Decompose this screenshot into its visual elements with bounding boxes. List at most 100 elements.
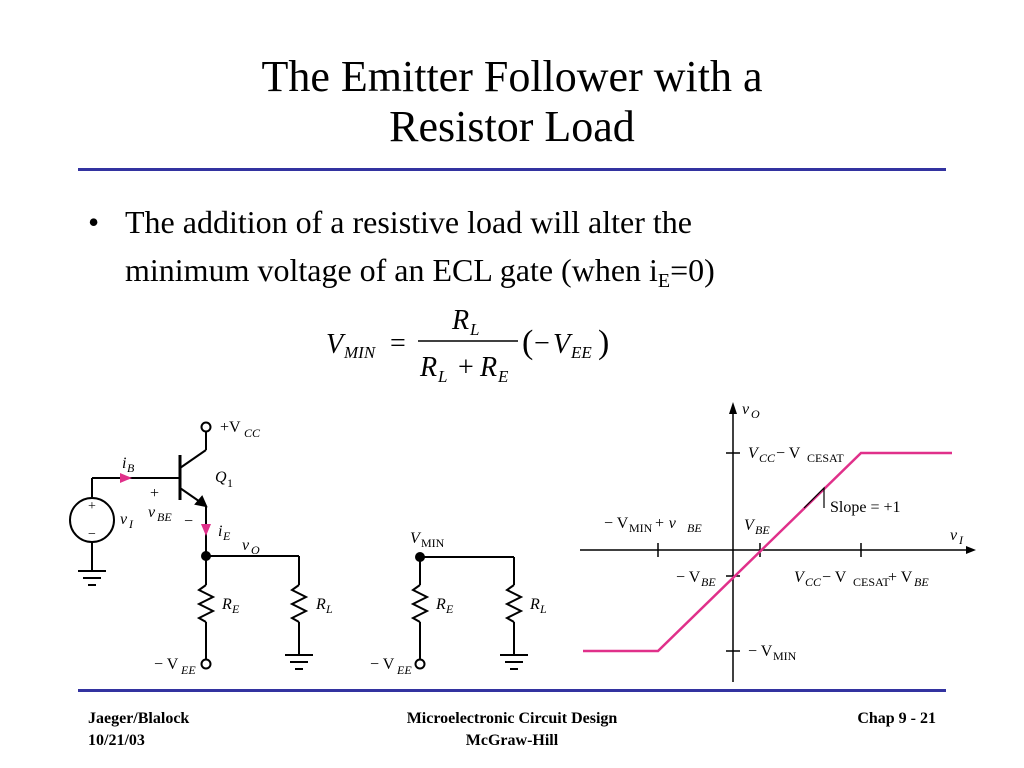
- neg-vmin-vbe-a-sub: MIN: [629, 521, 653, 535]
- ie-label-sub: E: [222, 529, 231, 543]
- rl-label: R: [315, 596, 326, 613]
- right-label-b: − V: [822, 569, 847, 586]
- rl-resistor-icon: [289, 584, 309, 623]
- graph-labels: v O v I V CC − V CESAT Slope = +1 V BE −…: [604, 401, 964, 663]
- eq-rl-label: R: [529, 596, 540, 613]
- vmin-formula: V MIN = R L R L + R E ( − V EE ): [326, 305, 609, 386]
- vo-label-sub: O: [251, 543, 260, 557]
- vi-label-sub: I: [128, 517, 134, 531]
- vbe-label-sub: BE: [755, 523, 770, 537]
- slide-title: The Emitter Follower with a Resistor Loa…: [0, 52, 1024, 152]
- neg-vmin-vbe-b: + v: [654, 515, 677, 532]
- formula-num-sub: L: [469, 320, 479, 339]
- eq-vee-label-sub: EE: [396, 663, 412, 677]
- vcc-label: +V: [220, 419, 241, 436]
- right-label-a-sub: CC: [805, 575, 822, 589]
- ib-arrow-icon: [120, 473, 132, 483]
- eq-re-label: R: [435, 596, 446, 613]
- eq-vmin-label: V: [410, 530, 422, 547]
- formula-den-b: R: [479, 352, 497, 383]
- bullet-line-2: minimum voltage of an ECL gate (when iE=…: [125, 246, 925, 305]
- formula-plus: +: [458, 352, 474, 383]
- slope-label: Slope = +1: [830, 499, 901, 516]
- formula-den-a-sub: L: [437, 367, 447, 386]
- transfer-curve: [583, 451, 952, 653]
- title-line-2: Resistor Load: [389, 102, 635, 151]
- footer-publisher: McGraw-Hill: [465, 732, 559, 749]
- formula-paren-open: (: [522, 324, 533, 361]
- y-axis-label: v: [742, 401, 750, 418]
- ib-label-sub: B: [127, 461, 135, 475]
- title-divider: [78, 168, 946, 171]
- formula-den-b-sub: E: [497, 367, 509, 386]
- bullet-line-2-sub: E: [657, 270, 671, 292]
- bullet-mark: •: [88, 204, 100, 240]
- eq-re-label-sub: E: [445, 602, 454, 616]
- re-label-sub: E: [231, 602, 240, 616]
- eq-vee-label: − V: [370, 656, 395, 673]
- rl-label-sub: L: [325, 602, 333, 616]
- footer-divider: [78, 689, 946, 692]
- ie-label: i: [218, 523, 222, 540]
- footer-date: 10/21/03: [88, 732, 145, 749]
- x-axis-label: v: [950, 527, 958, 544]
- vi-label: v: [120, 511, 128, 528]
- x-axis-label-sub: I: [958, 533, 964, 547]
- neg-vmin-label: − V: [748, 643, 773, 660]
- bullet-line-2-b: =0): [670, 252, 715, 288]
- right-label-c-sub: BE: [914, 575, 929, 589]
- footer-right: Chap 9 - 21: [820, 708, 936, 730]
- vbe-plus: +: [150, 485, 159, 502]
- bullet-line-2-a: minimum voltage of an ECL gate (when i: [125, 252, 658, 288]
- ie-arrow-icon: [201, 524, 211, 536]
- formula-v: V: [553, 329, 573, 360]
- vee-terminal: [200, 658, 212, 670]
- formula-v-sub: EE: [570, 343, 592, 362]
- emitter-arrow-icon: [194, 495, 208, 508]
- neg-vbe-label: − V: [676, 569, 701, 586]
- neg-vmin-vbe-b-sub: BE: [687, 521, 702, 535]
- neg-vmin-label-sub: MIN: [773, 649, 797, 663]
- vcc-vcesat-b-sub: CESAT: [807, 451, 844, 465]
- re-label: R: [221, 596, 232, 613]
- vcc-vcesat-b: − V: [776, 445, 801, 462]
- footer-left: Jaeger/Blalock 10/21/03: [88, 708, 189, 752]
- vee-label-sub: EE: [180, 663, 196, 677]
- formula-num: R: [451, 305, 469, 336]
- eq-re-resistor-icon: [410, 584, 430, 623]
- equivalent-circuit: [410, 552, 528, 670]
- vcc-label-sub: CC: [244, 426, 261, 440]
- formula-den-a: R: [419, 352, 437, 383]
- formula-paren-close: ): [598, 324, 609, 361]
- neg-vbe-label-sub: BE: [701, 575, 716, 589]
- formula-lhs: V: [326, 329, 346, 360]
- vcc-vcesat-a-sub: CC: [759, 451, 776, 465]
- formula-lhs-sub: MIN: [343, 343, 377, 362]
- y-axis-label-sub: O: [751, 407, 760, 421]
- re-resistor-icon: [196, 584, 216, 623]
- footer-book: Microelectronic Circuit Design: [406, 710, 618, 727]
- source-plus: +: [88, 499, 96, 514]
- q1-label: Q: [215, 469, 227, 486]
- vo-label: v: [242, 537, 250, 554]
- y-axis-arrow-icon: [729, 402, 737, 414]
- transistor-collector: [179, 449, 207, 469]
- vbe-label-sub: BE: [157, 510, 172, 524]
- eq-vee-terminal: [414, 658, 426, 670]
- source-minus: −: [88, 527, 96, 542]
- transfer-characteristic: [580, 402, 976, 682]
- right-label-b-sub: CESAT: [853, 575, 890, 589]
- title-line-1: The Emitter Follower with a: [261, 52, 763, 101]
- neg-vmin-vbe-a: − V: [604, 515, 629, 532]
- emitter-follower-labels: +V CC i B Q 1 + v BE − + − v I i E v O R…: [88, 419, 333, 677]
- right-label-c: + V: [888, 569, 913, 586]
- vcc-vcesat-a: V: [748, 445, 760, 462]
- footer-author: Jaeger/Blalock: [88, 710, 190, 727]
- eq-rl-label-sub: L: [539, 602, 547, 616]
- vee-label: − V: [154, 656, 179, 673]
- right-label-a: V: [794, 569, 806, 586]
- formula-minus: −: [534, 328, 550, 359]
- emitter-follower-circuit: [69, 421, 313, 670]
- eq-vmin-label-sub: MIN: [421, 536, 445, 550]
